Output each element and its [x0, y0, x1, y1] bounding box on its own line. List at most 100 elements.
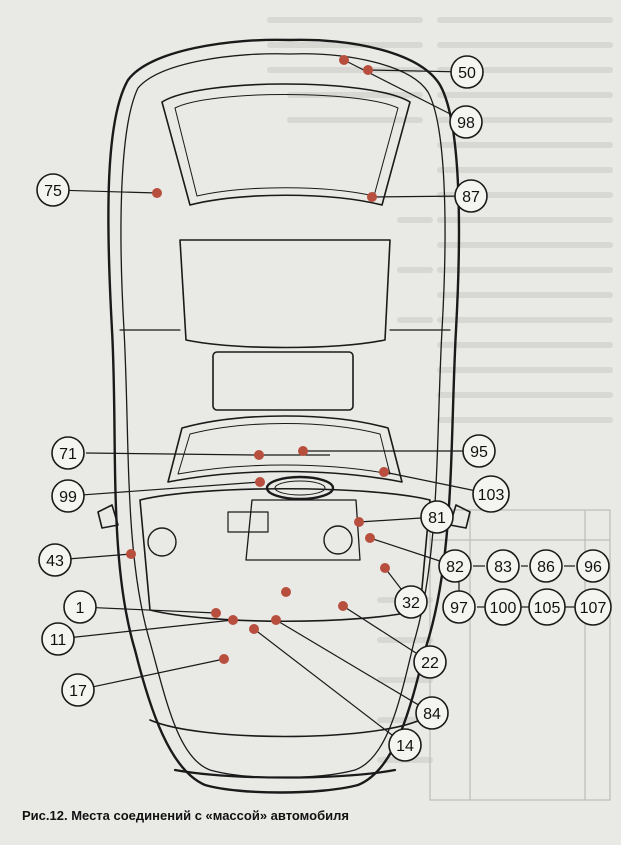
hood — [139, 487, 431, 623]
callout-label-97: 97 — [450, 600, 468, 617]
leader-line — [367, 69, 452, 73]
ground-point-32 — [380, 563, 390, 573]
callout-circle-81 — [420, 500, 454, 534]
callout-label-96: 96 — [584, 559, 602, 576]
callout-circle-98 — [449, 105, 483, 139]
callout-label-11: 11 — [50, 632, 67, 649]
ground-point-82 — [365, 533, 375, 543]
leader-line — [83, 481, 261, 496]
callout-label-100: 100 — [490, 600, 517, 617]
callout-circle-86 — [529, 549, 563, 583]
callout-label-86: 86 — [537, 559, 555, 576]
windshield-inner — [177, 423, 391, 475]
leader-line — [68, 189, 158, 194]
callout-circle-105 — [528, 588, 566, 626]
callout-label-43: 43 — [46, 553, 64, 570]
callout-circle-32 — [394, 585, 428, 619]
callout-circle-84 — [415, 696, 449, 730]
figure-caption: Рис.12. Места соединений с «массой» авто… — [22, 808, 349, 823]
callout-circle-50 — [450, 55, 484, 89]
callout-circle-1 — [63, 590, 97, 624]
callout-circle-97 — [442, 590, 476, 624]
callout-circle-100 — [484, 588, 522, 626]
callout-circle-43 — [38, 543, 72, 577]
leader-line — [93, 658, 225, 688]
leader-line — [73, 619, 234, 638]
ground-point-75 — [152, 188, 162, 198]
ground-point-17 — [219, 654, 229, 664]
callout-circle-107 — [574, 588, 612, 626]
mirror-left — [97, 504, 119, 529]
callout-circle-96 — [576, 549, 610, 583]
leader-line — [70, 553, 132, 560]
ground-point-99 — [255, 477, 265, 487]
callout-label-17: 17 — [69, 683, 87, 700]
ground-point-71 — [254, 450, 264, 460]
front-grille — [173, 768, 397, 779]
callout-label-22: 22 — [421, 655, 439, 672]
callout-circle-103 — [472, 475, 510, 513]
leader-line — [383, 471, 474, 491]
leader-line — [95, 607, 217, 614]
headlight-left — [147, 527, 177, 557]
callout-circle-75 — [36, 173, 70, 207]
ground-point-50 — [363, 65, 373, 75]
sunroof — [212, 351, 354, 411]
engine-block — [245, 499, 361, 561]
callout-label-71: 71 — [59, 446, 77, 463]
callout-label-83: 83 — [494, 559, 512, 576]
ground-point-11 — [228, 615, 238, 625]
battery — [227, 511, 269, 533]
callout-circle-99 — [51, 479, 85, 513]
ground-point-95 — [298, 446, 308, 456]
callout-label-99: 99 — [59, 489, 77, 506]
rear-window-inner — [174, 94, 399, 197]
ground-point-markers — [126, 55, 390, 664]
leader-line — [358, 517, 422, 523]
front-bumper — [149, 719, 421, 738]
leader-line — [342, 605, 417, 654]
callout-label-87: 87 — [462, 189, 480, 206]
leader-line — [85, 452, 259, 456]
callout-circle-17 — [61, 673, 95, 707]
ground-point-14 — [249, 624, 259, 634]
callout-circle-11 — [41, 622, 75, 656]
callout-circle-95 — [462, 434, 496, 468]
leader-line — [343, 59, 453, 116]
ground-point — [281, 587, 291, 597]
ground-point-87 — [367, 192, 377, 202]
callout-label-107: 107 — [580, 600, 607, 617]
ground-point-103 — [379, 467, 389, 477]
callout-label-50: 50 — [458, 65, 476, 82]
windshield — [167, 415, 403, 483]
callout-circle-22 — [413, 645, 447, 679]
callout-label-105: 105 — [534, 600, 561, 617]
ground-point-1 — [211, 608, 221, 618]
callout-circle-82 — [438, 549, 472, 583]
callout-circle-71 — [51, 436, 85, 470]
leader-line — [275, 619, 419, 706]
leader-line — [371, 195, 456, 198]
air-filter — [265, 475, 335, 501]
roof — [179, 239, 391, 349]
leader-line — [253, 628, 393, 736]
callout-label-14: 14 — [396, 738, 414, 755]
callout-label-103: 103 — [478, 487, 505, 504]
callout-label-84: 84 — [423, 706, 441, 723]
ground-point-81 — [354, 517, 364, 527]
headlight-right — [323, 525, 353, 555]
leader-line — [369, 537, 440, 562]
callout-circle-14 — [388, 728, 422, 762]
callout-circle-87 — [454, 179, 488, 213]
callout-label-82: 82 — [446, 559, 464, 576]
ground-point-84 — [271, 615, 281, 625]
car-body-inner-line — [120, 53, 446, 779]
callout-label-95: 95 — [470, 444, 488, 461]
leader-lines — [68, 59, 575, 736]
background-text-texture — [267, 17, 613, 763]
callout-label-75: 75 — [44, 183, 62, 200]
callout-circle-83 — [486, 549, 520, 583]
rear-window — [161, 83, 411, 206]
